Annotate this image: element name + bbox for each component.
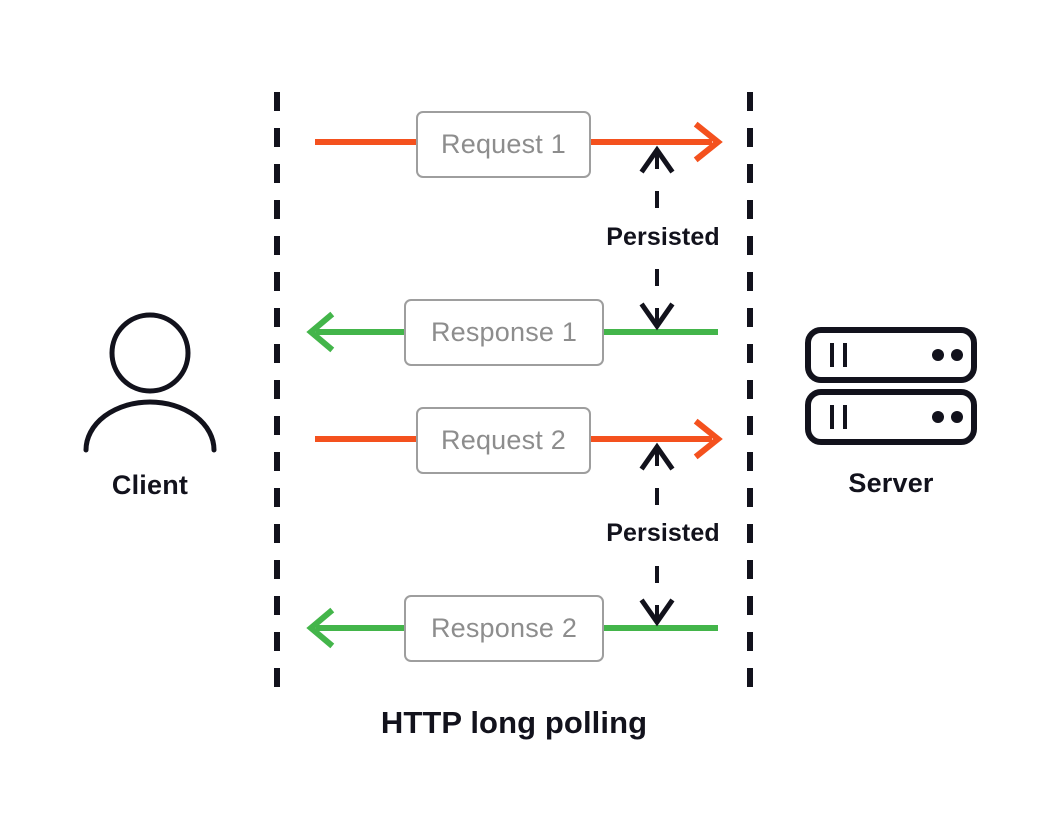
message-box-response-1[interactable]: Response 1	[404, 299, 604, 366]
message-label: Response 2	[430, 613, 578, 643]
server-rack-icon	[805, 327, 977, 445]
message-label: Request 1	[441, 129, 566, 159]
message-box-request-2[interactable]: Request 2	[416, 407, 591, 474]
message-box-response-2[interactable]: Response 2	[404, 595, 604, 662]
user-icon	[83, 312, 217, 453]
message-label: Request 2	[441, 425, 566, 455]
server-label: Server	[848, 468, 934, 498]
request-1-arrow	[315, 121, 723, 163]
response-1-arrow	[306, 311, 718, 353]
message-label: Response 1	[430, 317, 578, 347]
persisted-label-2: Persisted	[587, 517, 739, 550]
diagram-title: HTTP long polling	[380, 705, 648, 740]
request-2-arrow	[315, 418, 723, 460]
persisted-label-1: Persisted	[587, 221, 739, 254]
client-label: Client	[111, 470, 189, 500]
message-box-request-1[interactable]: Request 1	[416, 111, 591, 178]
response-2-arrow	[306, 607, 718, 649]
